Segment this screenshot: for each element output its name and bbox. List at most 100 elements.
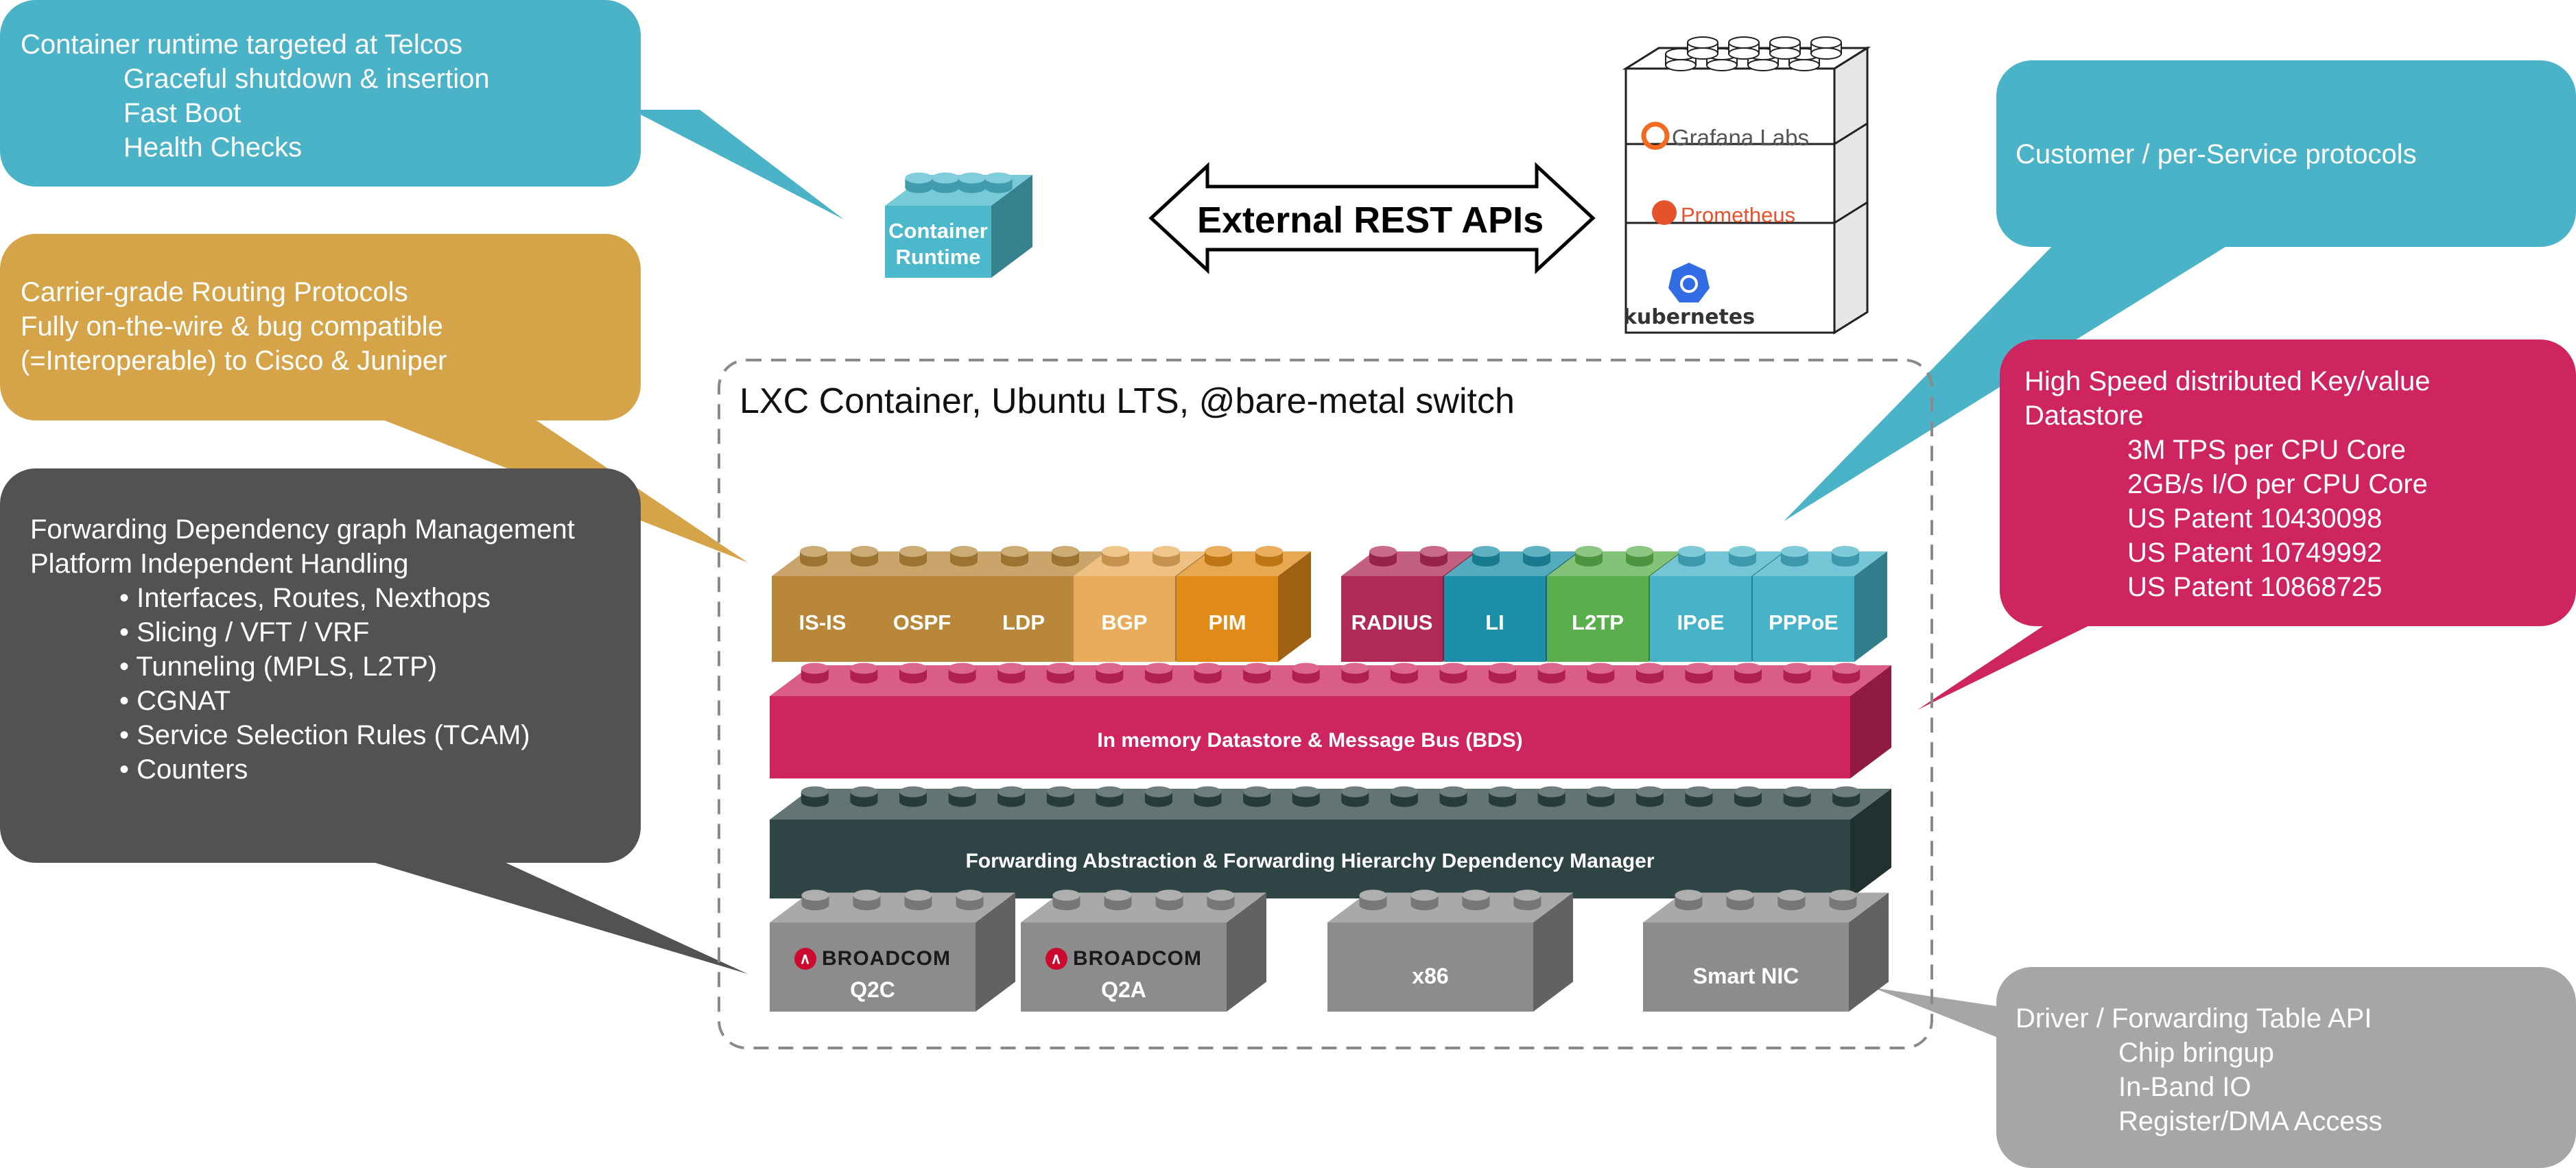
bullet: • (119, 583, 137, 613)
service-label: RADIUS (1351, 610, 1433, 634)
brick-stud (1537, 786, 1565, 807)
callout-line: Platform Independent Handling (30, 549, 409, 579)
protocol-label: OSPF (893, 610, 952, 634)
broadcom-text: BROADCOM (1073, 947, 1202, 970)
brick-stud (1369, 546, 1397, 567)
callout-line: High Speed distributed Key/value (2024, 366, 2431, 396)
external-api-arrow (1148, 162, 1596, 274)
brick-stud (1685, 663, 1713, 684)
brick-stud (1155, 890, 1183, 911)
container-runtime-label-line1: Container (888, 219, 988, 243)
brick-stud (801, 663, 829, 684)
brick-stud (932, 172, 960, 193)
brick-stud (1439, 663, 1467, 684)
lxc-container-frame (718, 359, 1933, 1049)
callout-line: Datastore (2024, 401, 2144, 431)
brick-stud (1390, 786, 1418, 807)
brick-stud (1102, 546, 1129, 567)
driver-callout-tail (1873, 988, 2010, 1042)
callout-item-text: Tunneling (MPLS, L2TP) (136, 652, 438, 682)
forwarding-callout: Forwarding Dependency graph Management P… (0, 468, 641, 863)
brick-stud (1832, 663, 1860, 684)
brick-stud (1783, 786, 1811, 807)
protocol-brick-pim (1177, 546, 1311, 662)
brick-stud (1341, 663, 1369, 684)
callout-item: US Patent 10430098 (2127, 503, 2383, 534)
monitoring-stack: Grafana Labs Prometheus kubernetes (1622, 36, 1871, 335)
broadcom-logo: ∧ BROADCOM (1021, 946, 1227, 970)
brick-stud (1046, 663, 1074, 684)
brick-stud (1489, 786, 1517, 807)
service-brick-pppoe (1753, 546, 1887, 662)
brick-stud (1292, 663, 1320, 684)
container-runtime-callout: Container runtime targeted at Telcos Gra… (0, 0, 641, 187)
brick-stud (1832, 786, 1860, 807)
container-runtime-label-line2: Runtime (895, 245, 981, 269)
brick-stud (1390, 663, 1418, 684)
brick-stud (801, 890, 829, 911)
kubernetes-logo: kubernetes (1623, 263, 1755, 329)
brick-stud (1144, 786, 1172, 807)
brick-stud (899, 546, 927, 567)
brick-stud (1243, 786, 1271, 807)
callout-item: Chip bringup (2118, 1038, 2274, 1068)
bds-layer (770, 663, 1891, 778)
bullet: • (119, 720, 137, 750)
brick-stud (1046, 786, 1074, 807)
brick-stud (850, 663, 878, 684)
brick-stud (1144, 663, 1172, 684)
broadcom-icon: ∧ (794, 948, 816, 970)
brick-stud (1777, 890, 1806, 911)
callout-item-text: CGNAT (137, 686, 231, 716)
stack-stud (1687, 36, 1718, 60)
fib-label: Forwarding Abstraction & Forwarding Hier… (965, 850, 1655, 872)
broadcom-text: BROADCOM (822, 947, 951, 970)
stack-stud (1665, 48, 1697, 71)
bullet: • (119, 652, 137, 682)
brick-stud (984, 172, 1013, 193)
brick-stud (1462, 890, 1490, 911)
callout-item: US Patent 10868725 (2127, 572, 2383, 602)
routing-callout: Carrier-grade Routing Protocols Fully on… (0, 234, 641, 420)
brick-stud (1420, 546, 1447, 567)
brick-stud (1537, 663, 1565, 684)
brick-stud (1513, 890, 1541, 911)
brick-stud (1052, 546, 1079, 567)
brick-stud (800, 546, 827, 567)
protocol-label: BGP (1101, 610, 1148, 634)
brick-stud (850, 786, 878, 807)
external-api-label: External REST APIs (1197, 200, 1544, 241)
brick-stud (1472, 546, 1500, 567)
lxc-title: LXC Container, Ubuntu LTS, @bare-metal s… (740, 381, 1515, 421)
forwarding-callout-tail (357, 857, 748, 974)
hw-brick-smart-nic (1643, 890, 1889, 1012)
brick-stud (1783, 663, 1811, 684)
datastore-callout: High Speed distributed Key/value Datasto… (2000, 339, 2576, 626)
brick-stud (997, 786, 1026, 807)
callout-item-text: Slicing / VFT / VRF (137, 617, 370, 647)
hw-label: Q2C (850, 977, 895, 1002)
brick-stud (1575, 546, 1603, 567)
callout-item-text: Counters (137, 754, 248, 785)
container-runtime-brick (885, 172, 1032, 278)
brick-stud (801, 786, 829, 807)
hw-label: Q2A (1101, 977, 1146, 1002)
callout-item: • Service Selection Rules (TCAM) (30, 718, 641, 752)
brick-stud (1635, 786, 1664, 807)
fib-layer (770, 786, 1891, 898)
prometheus-text: Prometheus (1681, 203, 1795, 227)
callout-line: Carrier-grade Routing Protocols (21, 277, 408, 307)
brick-stud (853, 890, 881, 911)
brick-stud (1410, 890, 1439, 911)
container-runtime-callout-tail (631, 110, 844, 219)
broadcom-icon: ∧ (1045, 948, 1067, 970)
brick-stud (905, 172, 933, 193)
protocol-label: LDP (1002, 610, 1045, 634)
brick-stud (1341, 786, 1369, 807)
service-label: IPoE (1677, 610, 1725, 634)
callout-item: Fast Boot (123, 98, 241, 128)
grafana-logo: Grafana Labs (1641, 121, 1809, 150)
kubernetes-text: kubernetes (1623, 305, 1755, 329)
